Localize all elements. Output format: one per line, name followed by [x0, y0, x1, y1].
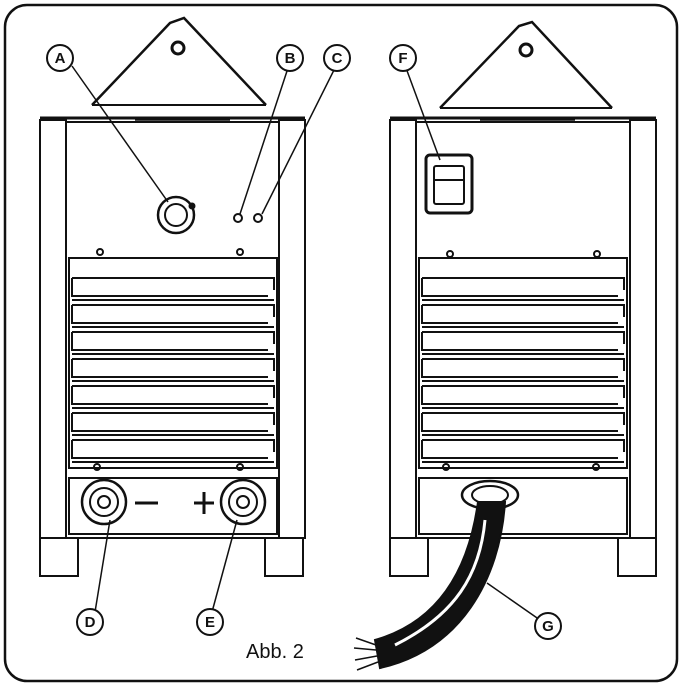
front-body	[65, 121, 280, 539]
rear-switch-f	[424, 153, 474, 215]
callout-d: D	[76, 608, 104, 636]
front-left-column	[39, 119, 67, 539]
plus-symbol	[194, 492, 214, 514]
louver-slat	[421, 439, 625, 459]
louver-slat	[71, 385, 275, 405]
callout-c: C	[323, 44, 351, 72]
figure-caption: Abb. 2	[246, 641, 304, 663]
front-handle	[91, 16, 267, 106]
front-left-foot	[39, 537, 79, 577]
rear-louvers	[421, 277, 625, 463]
front-unit	[39, 16, 306, 577]
power-cable-g	[353, 501, 507, 671]
louver-slat	[71, 439, 275, 459]
louver-slat	[421, 277, 625, 297]
louver-slat	[421, 385, 625, 405]
svg-text:E: E	[205, 614, 215, 631]
rear-right-column	[629, 119, 657, 539]
leader-lines	[71, 65, 541, 621]
figure-frame	[3, 3, 679, 683]
svg-text:C: C	[332, 50, 343, 67]
rear-body	[415, 121, 631, 539]
louver-slat	[71, 277, 275, 297]
rear-bottom-panel	[418, 477, 628, 535]
louver-slat	[421, 331, 625, 351]
front-louvers	[71, 277, 275, 463]
front-right-column	[278, 119, 306, 539]
front-connector-a	[156, 195, 196, 235]
front-handle-hole	[170, 40, 186, 56]
rear-unit	[389, 20, 657, 577]
front-terminal-d	[80, 478, 128, 526]
louver-slat	[71, 304, 275, 324]
rear-vent-panel	[418, 257, 628, 469]
callouts: A B C F D E G	[46, 44, 562, 640]
louver-slat	[421, 304, 625, 324]
front-terminal-panel	[68, 477, 278, 535]
louver-slat	[421, 358, 625, 378]
front-terminal-e	[219, 478, 267, 526]
svg-text:A: A	[55, 50, 66, 67]
svg-text:B: B	[285, 50, 296, 67]
rear-handle	[439, 20, 613, 109]
callout-b: B	[276, 44, 304, 72]
rear-left-foot	[389, 537, 429, 577]
svg-text:D: D	[85, 614, 96, 631]
front-right-foot	[264, 537, 304, 577]
rear-right-foot	[617, 537, 657, 577]
louver-slat	[71, 412, 275, 432]
louver-slat	[71, 331, 275, 351]
louver-slat	[421, 412, 625, 432]
rear-left-column	[389, 119, 417, 539]
front-led-b	[233, 213, 243, 223]
svg-text:G: G	[542, 618, 554, 635]
front-vent-panel	[68, 257, 278, 469]
callout-f: F	[389, 44, 417, 72]
front-led-c	[253, 213, 263, 223]
callout-g: G	[534, 612, 562, 640]
rear-handle-hole	[518, 42, 534, 58]
callout-e: E	[196, 608, 224, 636]
louver-slat	[71, 358, 275, 378]
svg-text:F: F	[398, 50, 407, 67]
callout-a: A	[46, 44, 74, 72]
